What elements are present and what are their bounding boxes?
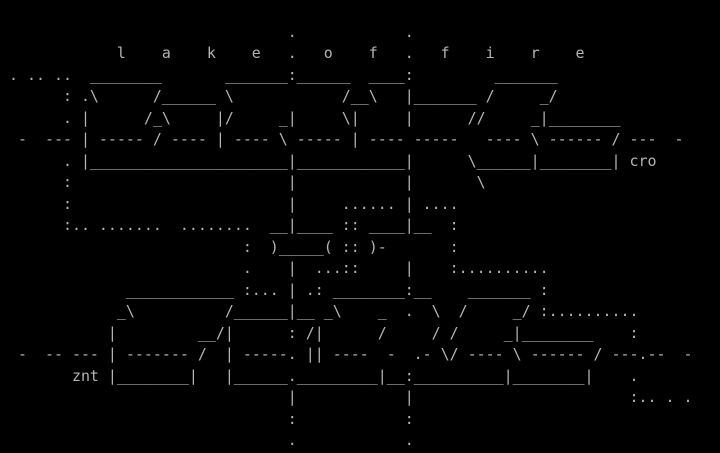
art-line: : )_____( :: )- : [0, 237, 459, 256]
art-line: - -- --- | ------- / | -----. || ---- - … [0, 345, 693, 363]
art-line: : | ...... | .... [0, 194, 459, 213]
art-line: : : [0, 409, 414, 428]
art-line: - --- | ----- / ---- | ---- \ ----- | --… [0, 130, 684, 148]
art-line-znt-signature: znt |________| |______._________|__:____… [0, 366, 639, 385]
art-line: | __/| : /| / / / _|________ : [0, 323, 639, 342]
art-line: | | :.. . . [0, 388, 693, 406]
art-line-cro-signature: . |______________________|____________| … [0, 151, 657, 170]
art-title-line: l a k e . o f . f i r e [0, 44, 585, 62]
art-line: . .. .. ________ _______:______ ____: __… [0, 65, 558, 84]
art-line: : | | \ [0, 173, 486, 191]
art-line: _\ /______|__ _\ _ . \ / _/ :.......... [0, 302, 639, 320]
art-line: :.. ....... ........ __|____ :: ____|__ … [0, 216, 459, 234]
art-line: : .\ /______ \ /__\ |_______ / _/ [0, 87, 558, 105]
art-line: ____________ :... | .: ________:__ _____… [0, 280, 549, 299]
art-line [0, 0, 720, 22]
art-line: . . [0, 22, 414, 41]
art-line: . . [0, 431, 414, 449]
art-line: . | ...:: | :.......... [0, 259, 549, 277]
art-line: . | /_\ |/ _| \| | // _|________ [0, 108, 621, 127]
